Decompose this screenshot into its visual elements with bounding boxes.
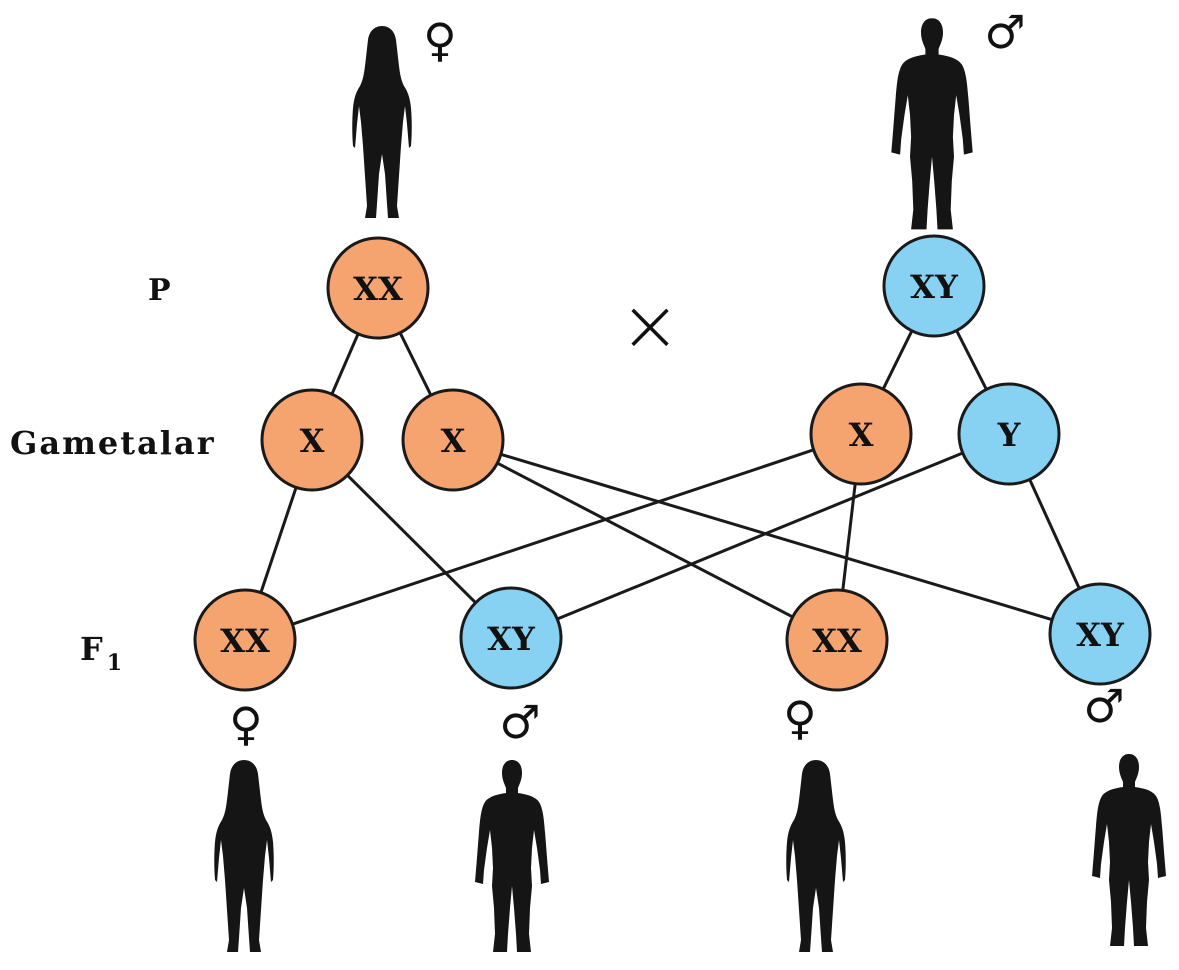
offspring-node: XX bbox=[193, 588, 297, 692]
f1-letter: F bbox=[80, 630, 103, 668]
connection-line bbox=[881, 330, 914, 390]
offspring-genotype-label: XX bbox=[812, 622, 862, 660]
father-silhouette bbox=[891, 18, 973, 230]
gamete-label: Y bbox=[997, 416, 1022, 454]
connection-line bbox=[955, 329, 988, 391]
mother-silhouette bbox=[352, 26, 412, 218]
offspring-genotype-label: XX bbox=[220, 622, 270, 660]
offspring-female-symbol-icon: ♀ bbox=[229, 697, 263, 751]
cross-connection-lines bbox=[259, 329, 1081, 626]
offspring-node: XY bbox=[459, 586, 563, 690]
father-genotype-node: XY bbox=[882, 234, 986, 338]
connection-line bbox=[330, 333, 360, 395]
offspring-female-silhouette bbox=[786, 760, 846, 952]
offspring-genotype-label: XY bbox=[1076, 616, 1125, 654]
connection-line bbox=[259, 486, 298, 594]
gametes-row: X X X Y bbox=[260, 382, 1061, 492]
connection-line bbox=[398, 332, 433, 396]
offspring-female-silhouette bbox=[214, 760, 274, 952]
offspring-node: XY bbox=[1048, 582, 1152, 686]
gamete-label: X bbox=[441, 422, 466, 460]
mother-genotype-node: XX bbox=[326, 236, 430, 340]
mother-female-symbol-icon: ♀ bbox=[423, 13, 457, 67]
cross-sign: × bbox=[620, 283, 680, 367]
father-male-symbol-icon: ♂ bbox=[984, 5, 1025, 59]
offspring-male-symbol-icon: ♂ bbox=[499, 695, 540, 749]
connection-line bbox=[1028, 478, 1081, 590]
connection-line bbox=[496, 461, 794, 619]
offspring-female-symbol-icon: ♀ bbox=[783, 691, 817, 745]
gamete-node: X bbox=[401, 388, 505, 492]
offspring-node: XX bbox=[785, 588, 889, 692]
offspring-genotype-label: XY bbox=[487, 620, 536, 658]
gamete-label: X bbox=[849, 416, 874, 454]
gametes-row-label: Gametalar bbox=[10, 424, 216, 462]
gamete-node: X bbox=[809, 382, 913, 486]
f1-subscript: 1 bbox=[107, 650, 122, 676]
parents-row-label: P bbox=[148, 273, 171, 308]
connection-line bbox=[500, 452, 1053, 622]
connection-line bbox=[291, 448, 815, 626]
connection-line bbox=[556, 451, 964, 621]
father-genotype-label: XY bbox=[910, 268, 959, 306]
connection-line bbox=[346, 474, 477, 604]
f1-offspring-row: XX XY XX XY bbox=[193, 582, 1152, 692]
gamete-label: X bbox=[300, 422, 325, 460]
connection-line bbox=[841, 483, 857, 591]
offspring-male-symbol-icon: ♂ bbox=[1083, 679, 1124, 733]
gamete-node: Y bbox=[957, 382, 1061, 486]
mother-genotype-label: XX bbox=[353, 270, 403, 308]
offspring-male-silhouette bbox=[1092, 754, 1166, 946]
gamete-node: X bbox=[260, 388, 364, 492]
offspring-male-silhouette bbox=[475, 760, 549, 952]
